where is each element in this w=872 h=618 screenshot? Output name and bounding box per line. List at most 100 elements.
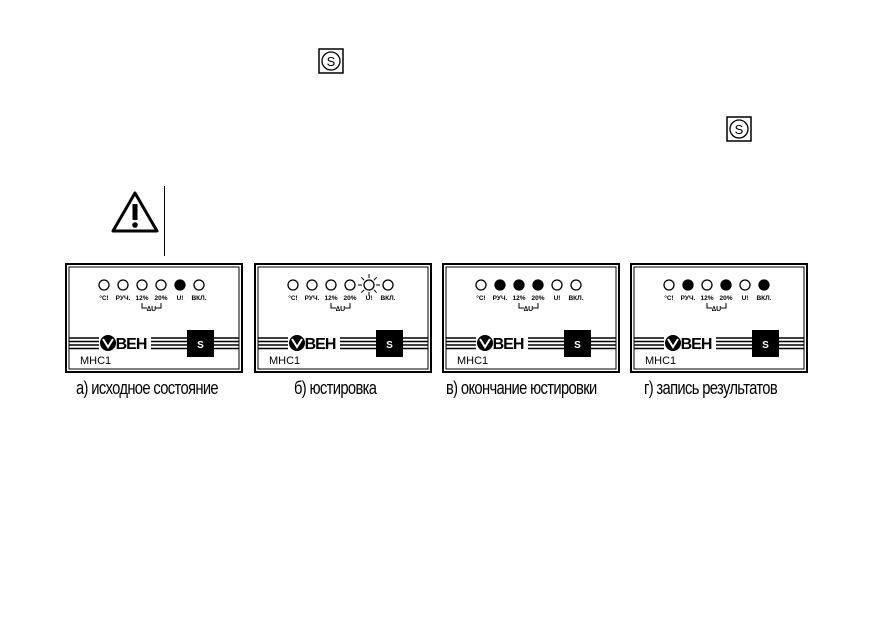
brand-logo: ВЕН (99, 334, 151, 353)
led-indicator (758, 279, 770, 291)
panel-drawing: ВЕН МНС1 S °C! РУЧ. 12% 20% U! ВКЛ. ∆U (65, 263, 243, 373)
brand-logo: ВЕН (476, 334, 528, 353)
led-label: U! (742, 295, 749, 302)
led-label: РУЧ. (305, 295, 320, 302)
panel-drawing: ВЕН МНС1 S °C! РУЧ. 12% 20% U! ВКЛ. ∆U (442, 263, 620, 373)
led-indicator (174, 279, 186, 291)
led-indicator (98, 279, 110, 291)
model-label: МНС1 (269, 355, 300, 367)
led-indicator (136, 279, 148, 291)
panel-inner-frame (68, 266, 240, 370)
led-indicator (306, 279, 318, 291)
led-indicator (475, 279, 487, 291)
delta-u-label: ∆U (524, 306, 533, 313)
panel-inner-frame (257, 266, 429, 370)
s-key (187, 330, 214, 357)
led-indicator (155, 279, 167, 291)
device-panel-c: ВЕН МНС1 S °C! РУЧ. 12% 20% U! ВКЛ. ∆U (442, 263, 620, 373)
s-key-label: S (386, 340, 393, 351)
led-indicator (570, 279, 582, 291)
caption-c: в) окончание юстировки (446, 378, 597, 398)
delta-u-bracket-left (518, 303, 524, 309)
led-label: РУЧ. (493, 295, 508, 302)
led-label: U! (366, 295, 373, 302)
led-label: °C! (664, 294, 673, 302)
warning-divider (164, 186, 165, 256)
led-indicator (117, 279, 129, 291)
led-label: ВКЛ. (191, 295, 206, 302)
led-label: 12% (700, 295, 713, 302)
led-indicator (682, 279, 694, 291)
led-indicator (325, 279, 337, 291)
delta-u-bracket-left (706, 303, 712, 309)
led-label: 20% (154, 295, 167, 302)
led-label: РУЧ. (116, 295, 131, 302)
delta-u-label: ∆U (147, 306, 156, 313)
led-blink-ray (373, 276, 378, 281)
led-label: ВКЛ. (380, 295, 395, 302)
brand-logo-text: ВЕН (493, 336, 524, 353)
led-indicator (382, 279, 394, 291)
led-indicator (344, 279, 356, 291)
brand-logo-text: ВЕН (305, 336, 336, 353)
led-indicator (739, 279, 751, 291)
model-label: МНС1 (645, 355, 676, 367)
led-label: РУЧ. (681, 295, 696, 302)
delta-u-bracket-right (533, 303, 539, 309)
s-button-icon: S (726, 116, 752, 142)
brand-logo-text: ВЕН (681, 336, 712, 353)
panel-inner-frame (633, 266, 805, 370)
led-label: °C! (99, 294, 108, 302)
caption-a: а) исходное состояние (76, 378, 219, 398)
led-indicator (701, 279, 713, 291)
delta-u-bracket-right (156, 303, 162, 309)
brand-logo: ВЕН (664, 334, 716, 353)
delta-u-bracket-left (141, 303, 147, 309)
led-label: 20% (531, 295, 544, 302)
warning-icon (111, 191, 159, 233)
led-indicator (551, 279, 563, 291)
led-indicator (532, 279, 544, 291)
led-indicator (720, 279, 732, 291)
led-label: °C! (288, 294, 297, 302)
panel-inner-frame (445, 266, 617, 370)
led-indicator (363, 279, 375, 291)
led-label: U! (554, 295, 561, 302)
s-key (564, 330, 591, 357)
led-indicator (494, 279, 506, 291)
delta-u-bracket-right (721, 303, 727, 309)
s-key-label: S (574, 340, 581, 351)
led-label: U! (177, 295, 184, 302)
led-blink-ray (373, 289, 378, 294)
led-label: °C! (476, 294, 485, 302)
s-button-icon: S (318, 48, 344, 74)
model-label: МНС1 (457, 355, 488, 367)
s-key-label: S (197, 340, 204, 351)
led-label: 12% (512, 295, 525, 302)
caption-d: г) запись результатов (644, 378, 778, 398)
led-label: 12% (135, 295, 148, 302)
model-label: МНС1 (80, 355, 111, 367)
s-button-icon-label: S (327, 54, 336, 69)
led-blink-ray (360, 276, 365, 281)
delta-u-bracket-left (330, 303, 336, 309)
s-key (752, 330, 779, 357)
led-indicator (513, 279, 525, 291)
led-label: ВКЛ. (568, 295, 583, 302)
led-label: 20% (343, 295, 356, 302)
led-label: ВКЛ. (756, 295, 771, 302)
led-label: 12% (324, 295, 337, 302)
led-label: 20% (719, 295, 732, 302)
s-button-icon-label: S (735, 122, 744, 137)
delta-u-label: ∆U (712, 306, 721, 313)
caption-b: б) юстировка (294, 378, 377, 398)
led-indicator (193, 279, 205, 291)
led-indicator (663, 279, 675, 291)
brand-logo: ВЕН (288, 334, 340, 353)
led-blink-ray (360, 289, 365, 294)
delta-u-bracket-right (345, 303, 351, 309)
